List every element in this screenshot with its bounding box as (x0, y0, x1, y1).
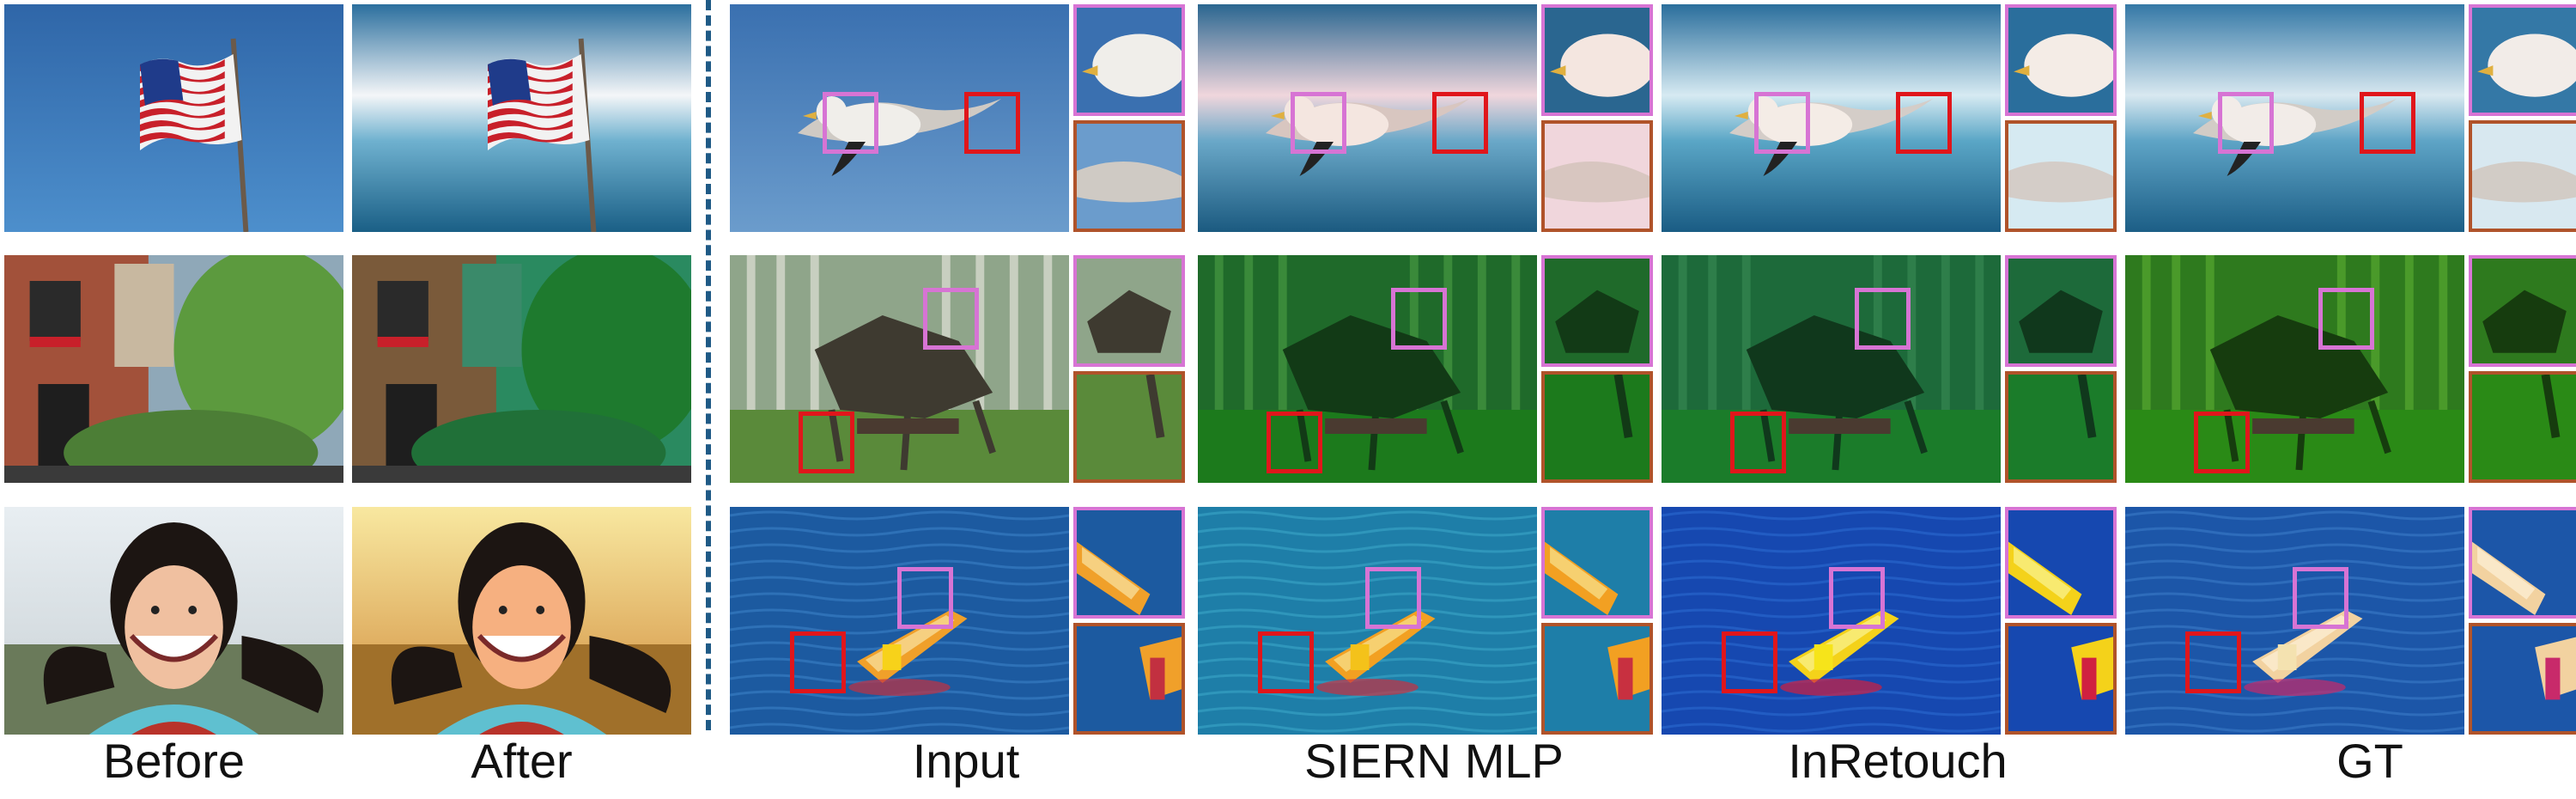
input-forest-red-box (799, 412, 854, 473)
label-input: Input (912, 734, 1020, 788)
inret-boat-pink-box (1829, 567, 1885, 629)
siern-boat-pink-box (1365, 567, 1421, 629)
gt-image-forest (2125, 255, 2464, 483)
inret-boat-inset-bottom (2005, 623, 2117, 735)
siern-bird-pink-box (1291, 92, 1346, 154)
before-image-portrait (4, 507, 343, 735)
input-forest-inset-bottom (1073, 371, 1185, 483)
siern-boat-inset-top (1541, 507, 1653, 619)
before-image-house (4, 255, 343, 483)
inret-bird-red-box (1896, 92, 1952, 154)
label-after: After (471, 734, 573, 788)
gt-boat-pink-box (2293, 567, 2348, 629)
input-image-bird (730, 4, 1069, 232)
label-siern-mlp: SIERN MLP (1304, 734, 1564, 788)
inret-image-forest (1662, 255, 2001, 483)
gt-image-boat (2125, 507, 2464, 735)
gt-boat-inset-bottom (2469, 623, 2576, 735)
siern-forest-red-box (1267, 412, 1322, 473)
inret-forest-red-box (1730, 412, 1786, 473)
siern-bird-inset-top (1541, 4, 1653, 116)
before-image-flag (4, 4, 343, 232)
input-image-forest (730, 255, 1069, 483)
siern-image-bird (1198, 4, 1537, 232)
label-gt: GT (2336, 734, 2403, 788)
siern-forest-inset-top (1541, 255, 1653, 367)
gt-forest-pink-box (2318, 288, 2374, 350)
gt-forest-inset-top (2469, 255, 2576, 367)
siern-bird-red-box (1432, 92, 1488, 154)
column-divider (706, 0, 711, 730)
gt-boat-inset-top (2469, 507, 2576, 619)
siern-boat-red-box (1258, 631, 1314, 693)
siern-image-forest (1198, 255, 1537, 483)
input-boat-red-box (790, 631, 846, 693)
siern-boat-inset-bottom (1541, 623, 1653, 735)
siern-bird-inset-bottom (1541, 120, 1653, 232)
gt-bird-red-box (2360, 92, 2415, 154)
inret-image-bird (1662, 4, 2001, 232)
gt-image-bird (2125, 4, 2464, 232)
inret-boat-inset-top (2005, 507, 2117, 619)
after-image-portrait (352, 507, 691, 735)
inret-forest-inset-top (2005, 255, 2117, 367)
label-before: Before (103, 734, 245, 788)
gt-bird-inset-top (2469, 4, 2576, 116)
siern-forest-inset-bottom (1541, 371, 1653, 483)
input-bird-pink-box (823, 92, 878, 154)
gt-boat-red-box (2185, 631, 2241, 693)
input-bird-red-box (964, 92, 1020, 154)
inret-forest-inset-bottom (2005, 371, 2117, 483)
inret-boat-red-box (1722, 631, 1777, 693)
input-forest-inset-top (1073, 255, 1185, 367)
inret-bird-inset-top (2005, 4, 2117, 116)
gt-forest-inset-bottom (2469, 371, 2576, 483)
input-boat-inset-bottom (1073, 623, 1185, 735)
input-boat-inset-top (1073, 507, 1185, 619)
input-bird-inset-top (1073, 4, 1185, 116)
inret-forest-pink-box (1855, 288, 1911, 350)
label-inretouch: InRetouch (1788, 734, 2008, 788)
gt-forest-red-box (2194, 412, 2250, 473)
input-forest-pink-box (923, 288, 979, 350)
inret-bird-inset-bottom (2005, 120, 2117, 232)
siern-forest-pink-box (1391, 288, 1447, 350)
input-bird-inset-bottom (1073, 120, 1185, 232)
input-boat-pink-box (897, 567, 953, 629)
after-image-house (352, 255, 691, 483)
inret-bird-pink-box (1754, 92, 1810, 154)
after-image-flag (352, 4, 691, 232)
gt-bird-pink-box (2218, 92, 2274, 154)
gt-bird-inset-bottom (2469, 120, 2576, 232)
